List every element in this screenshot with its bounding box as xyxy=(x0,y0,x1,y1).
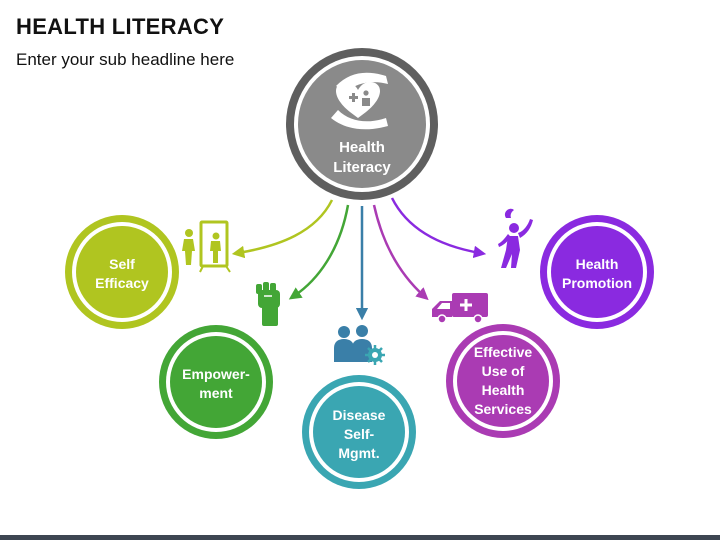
self-efficacy-label-line-2: Efficacy xyxy=(95,275,149,291)
page-title: HEALTH LITERACY xyxy=(16,14,225,39)
arrow-to-self-efficacy xyxy=(231,199,334,259)
self-efficacy-label-line-1: Self xyxy=(109,256,135,272)
center-node: Health Literacy xyxy=(286,48,438,200)
disease-label-line-3: Mgmt. xyxy=(338,445,379,461)
empowerment-label-line-1: Empower- xyxy=(182,366,250,382)
center-label-line-2: Literacy xyxy=(333,159,391,176)
services-label-line-1: Effective xyxy=(474,344,533,360)
people-gear-icon xyxy=(334,325,385,365)
page-subtitle: Enter your sub headline here xyxy=(16,50,235,69)
promotion-label-line-1: Health xyxy=(576,256,619,272)
services-label-line-3: Health xyxy=(482,382,525,398)
arrow-to-promotion xyxy=(390,197,487,259)
connector-arrows xyxy=(231,197,487,321)
dancer-icon xyxy=(498,208,533,268)
arrow-to-empowerment xyxy=(288,204,350,300)
mirror-person-icon xyxy=(182,220,231,273)
center-label-line-1: Health xyxy=(339,139,385,156)
services-label-line-2: Use of xyxy=(482,363,525,379)
promotion-label-line-2: Promotion xyxy=(562,275,632,291)
ambulance-icon xyxy=(432,293,488,324)
raised-fist-icon xyxy=(256,282,280,326)
footer-bar xyxy=(0,535,720,540)
node-self-efficacy: Self Efficacy xyxy=(65,215,179,329)
hands-heart-care-icon xyxy=(331,72,388,130)
node-disease-self-management: Disease Self- Mgmt. xyxy=(302,375,416,489)
empowerment-label-line-2: ment xyxy=(199,385,233,401)
disease-label-line-1: Disease xyxy=(333,407,386,423)
node-empowerment: Empower- ment xyxy=(159,325,273,439)
disease-label-line-2: Self- xyxy=(344,426,375,442)
arrow-to-services xyxy=(372,204,429,301)
node-health-promotion: Health Promotion xyxy=(540,215,654,329)
services-label-line-4: Services xyxy=(474,401,532,417)
node-effective-use-of-health-services: Effective Use of Health Services xyxy=(446,324,560,438)
